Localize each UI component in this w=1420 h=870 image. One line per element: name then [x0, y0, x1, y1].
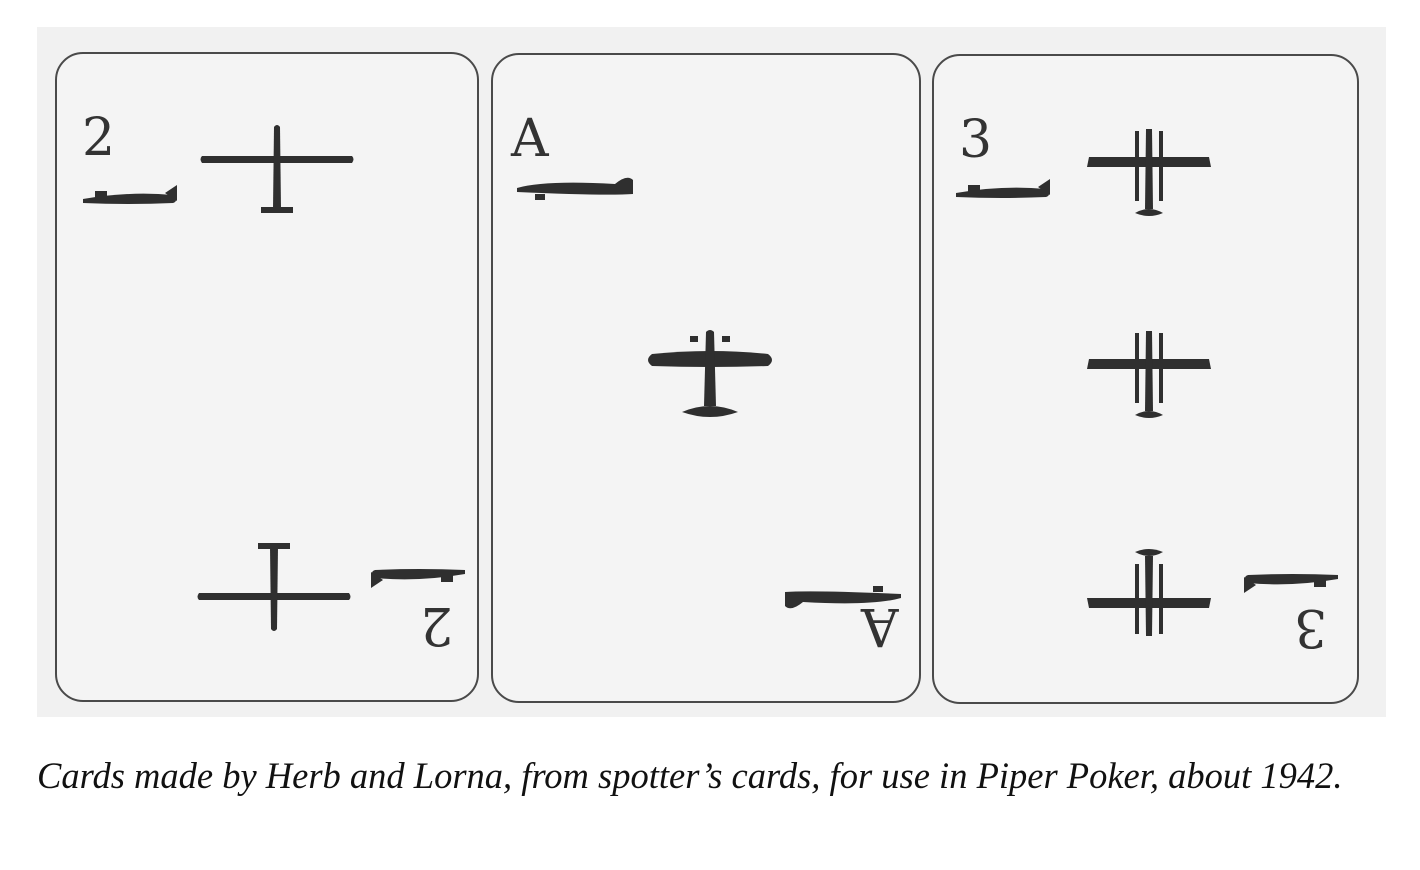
twin-engine-bomber-icon	[625, 323, 795, 443]
flying-boat-icon	[1084, 126, 1214, 221]
bomber-icon-inverted	[194, 539, 354, 634]
card-two: 2 2	[55, 52, 479, 702]
floatplane-side-icon-inverted	[1242, 561, 1342, 601]
photo: 2 2 A A 3 3	[37, 27, 1386, 717]
card-rank-top: A	[511, 109, 549, 169]
card-three: 3 3	[932, 54, 1359, 704]
floatplane-side-icon	[952, 171, 1052, 211]
card-ace: A A	[491, 53, 921, 703]
card-rank-top: 3	[959, 110, 993, 170]
seaplane-side-icon-inverted	[369, 561, 469, 591]
seaplane-side-icon	[79, 182, 179, 212]
fighter-side-icon-inverted	[781, 583, 905, 613]
flying-boat-icon	[1084, 328, 1214, 423]
card-rank-top: 2	[82, 108, 116, 168]
card-rank-bottom: 3	[1294, 597, 1328, 657]
figure-caption: Cards made by Herb and Lorna, from spott…	[37, 755, 1343, 796]
fighter-side-icon	[513, 173, 637, 203]
card-rank-bottom: 2	[420, 595, 454, 655]
flying-boat-icon-inverted	[1084, 544, 1214, 639]
bomber-icon	[197, 122, 357, 217]
